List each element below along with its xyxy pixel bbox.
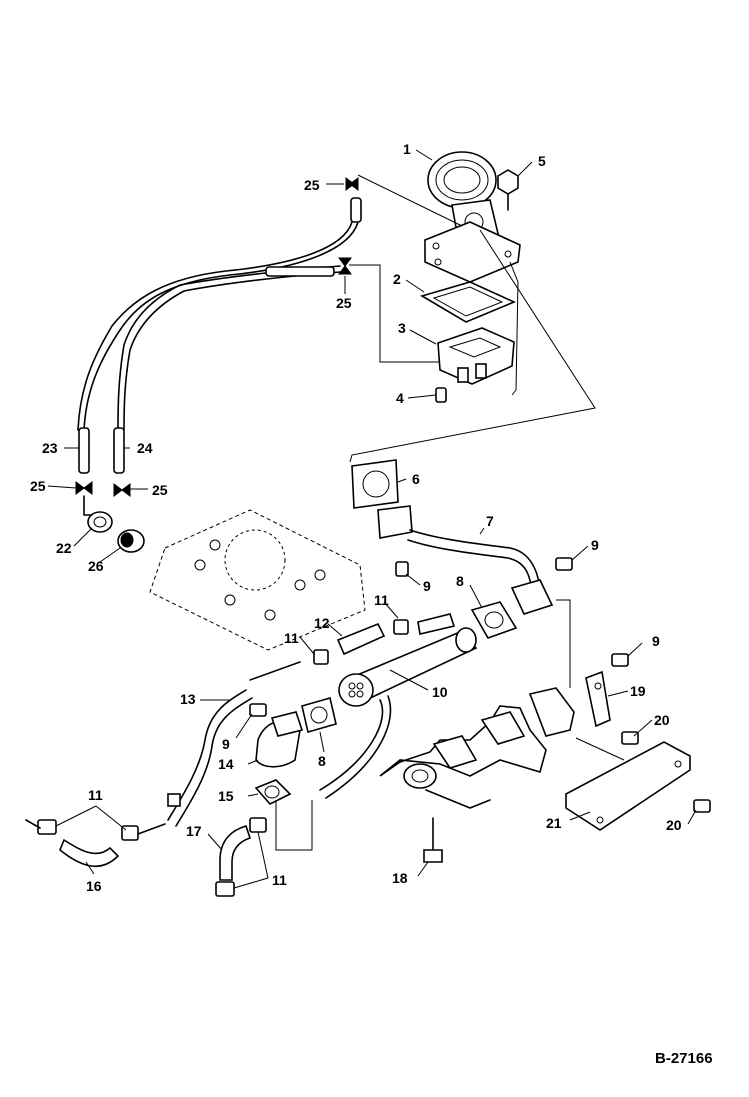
connection-line: [275, 800, 313, 851]
part-23-hose: [78, 427, 90, 474]
part-5-bolt: [497, 169, 519, 211]
part-14-elbow: [255, 711, 304, 768]
part-21-heat-shield: [565, 741, 691, 831]
callout-11: 11: [284, 630, 299, 646]
connection-line: [357, 174, 463, 227]
part-11-clamp: [393, 619, 409, 635]
callout-20: 20: [666, 817, 682, 833]
part-9-bolt: [611, 653, 629, 667]
callout-14: 14: [218, 756, 234, 772]
connection-line: [509, 261, 519, 396]
callout-11: 11: [88, 787, 103, 803]
part-7-egr-pipe: [377, 505, 554, 615]
callout-19: 19: [630, 683, 646, 699]
callout-4: 4: [396, 390, 404, 406]
vacuum-hoses: [77, 221, 359, 431]
callout-11: 11: [374, 592, 389, 608]
callout-25: 25: [336, 295, 352, 311]
hose-connector: [265, 266, 335, 277]
callout-9: 9: [423, 578, 431, 594]
callout-25: 25: [30, 478, 46, 494]
part-11-clamp: [313, 649, 329, 665]
part-22-fitting: [83, 495, 113, 533]
part-25-clamp: [338, 257, 352, 275]
callout-24: 24: [137, 440, 153, 456]
part-8-flange: [470, 601, 518, 639]
part-11-clamp: [249, 817, 267, 833]
part-6-gasket: [351, 459, 399, 509]
part-9-bolt: [555, 557, 573, 571]
part-8-gasket: [301, 696, 337, 734]
cylinder-head: [149, 509, 366, 651]
callout-1: 1: [403, 141, 411, 157]
callout-13: 13: [180, 691, 196, 707]
exhaust-manifold: [379, 687, 575, 809]
part-10-egr-cooler: [319, 627, 478, 799]
callout-3: 3: [398, 320, 406, 336]
callout-2: 2: [393, 271, 401, 287]
callout-16: 16: [86, 878, 102, 894]
hose-connector: [350, 197, 362, 223]
callout-9: 9: [222, 736, 230, 752]
callout-7: 7: [486, 513, 494, 529]
part-25-clamp: [113, 483, 131, 497]
part-20-bolt: [693, 799, 711, 813]
part-17-hose: [219, 825, 252, 881]
callout-21: 21: [546, 815, 562, 831]
callout-11: 11: [272, 872, 287, 888]
part-15-gasket: [254, 779, 292, 805]
callout-6: 6: [412, 471, 420, 487]
callout-25: 25: [152, 482, 168, 498]
part-18-bolt: [423, 817, 443, 863]
hose-end: [25, 819, 41, 829]
callout-8: 8: [456, 573, 464, 589]
part-9-bolt: [395, 561, 409, 577]
part-24-hose: [113, 427, 125, 474]
part-11-clamp: [215, 881, 235, 897]
connection-line: [556, 599, 571, 688]
callout-9: 9: [591, 537, 599, 553]
part-25-clamp: [75, 481, 93, 495]
callout-23: 23: [42, 440, 58, 456]
callout-9: 9: [652, 633, 660, 649]
callout-5: 5: [538, 153, 546, 169]
figure-code: B-27166: [655, 1050, 713, 1067]
callout-15: 15: [218, 788, 234, 804]
callouts: 1 5 25 25 2 3 4 23 24 25 25 22 26 6 7 9 …: [30, 141, 682, 894]
callout-20: 20: [654, 712, 670, 728]
part-12-hose: [336, 613, 456, 656]
callout-17: 17: [186, 823, 202, 839]
hose-line: [249, 661, 301, 681]
part-11-clamp: [37, 819, 57, 835]
hose-end: [137, 823, 166, 835]
part-4-screw: [435, 387, 447, 403]
callout-12: 12: [314, 615, 330, 631]
connection-line: [349, 229, 596, 463]
part-20-bolt: [621, 731, 639, 745]
connection-line: [349, 264, 440, 363]
callout-10: 10: [432, 684, 448, 700]
part-2-gasket: [420, 281, 517, 323]
part-26-filter: [117, 529, 145, 553]
part-3-spacer: [437, 327, 515, 385]
part-1-egr-valve: [424, 151, 521, 283]
callout-22: 22: [56, 540, 72, 556]
connection-line: [575, 737, 625, 761]
callout-25: 25: [304, 177, 320, 193]
part-16-hose: [59, 838, 120, 867]
part-13-pipe: [167, 689, 253, 827]
callout-18: 18: [392, 870, 408, 886]
leader-lines: [47, 149, 697, 889]
part-19-bracket: [585, 670, 611, 728]
part-25-clamp: [345, 177, 359, 191]
callout-26: 26: [88, 558, 104, 574]
part-9-bolt: [249, 703, 267, 717]
callout-8: 8: [318, 753, 326, 769]
